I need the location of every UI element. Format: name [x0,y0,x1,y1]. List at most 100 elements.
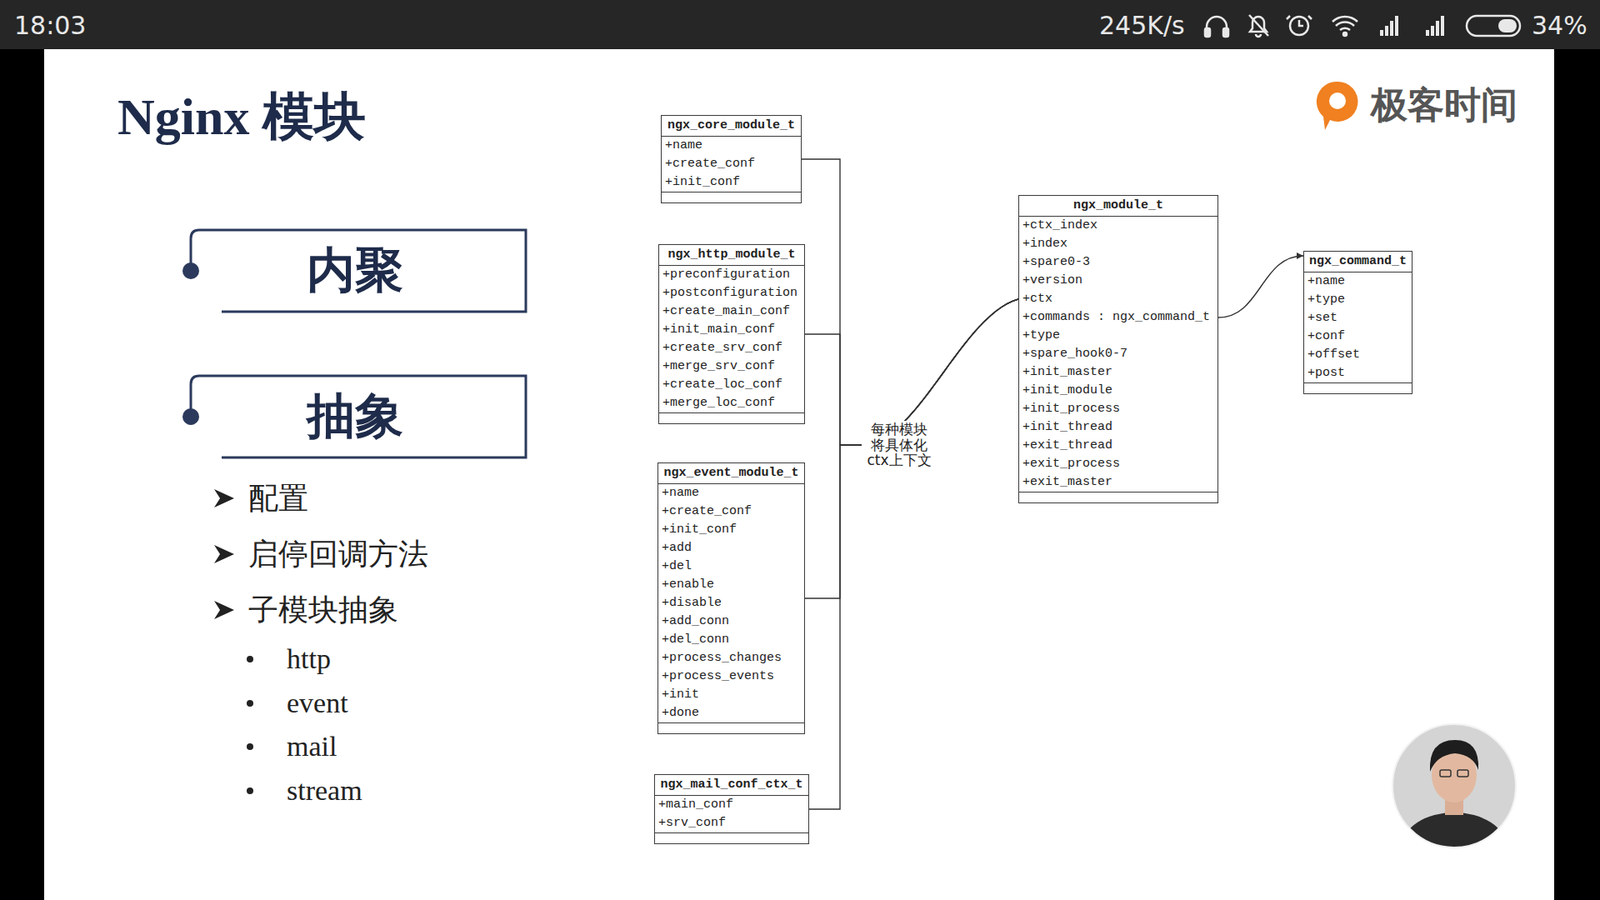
connector [801,159,1019,445]
struct-field: +init_conf [661,173,801,192]
presenter-glasses [1440,770,1451,777]
struct-field: +init_master [1019,363,1218,382]
struct-field: +ctx [1019,290,1218,309]
struct-field: +init_module [1019,381,1218,400]
presenter-video [1391,723,1517,880]
struct-field: +create_srv_conf [659,339,805,358]
struct-name: ngx_http_module_t [659,245,805,266]
list-item: 启停回调方法 [248,534,429,575]
struct-name: ngx_mail_conf_ctx_t [655,775,809,796]
dot-bullet [246,655,254,663]
struct-field: +process_changes [658,649,805,668]
list-markers [214,489,254,795]
arrow-bullet [214,489,235,508]
sub-item: event [286,687,349,720]
struct-compartment [1304,382,1412,394]
battery-level: 34% [1531,10,1588,40]
signal-bar [1380,30,1384,36]
struct-box: ngx_mail_conf_ctx_t+main_conf+srv_conf [654,774,810,845]
struct-box: ngx_module_t+ctx_index+index+spare0-3+ve… [1018,195,1219,504]
box-dot [182,408,200,425]
presenter-hair [1430,740,1479,772]
struct-name: ngx_core_module_t [661,115,801,137]
presenter-body [1402,812,1506,880]
logo-icon [1316,81,1359,130]
struct-field: +index [1019,235,1218,254]
status-speed: 245K/s [1099,10,1185,40]
struct-field: +merge_srv_conf [659,357,805,376]
struct-field: +exit_thread [1019,436,1218,455]
struct-compartment [655,832,809,844]
dot-bullet [246,787,254,795]
struct-field: +del_conn [658,630,805,650]
struct-field: +create_conf [661,155,801,174]
struct-field: +create_main_conf [659,302,805,321]
slide-title: Nginx 模块 [117,86,366,147]
struct-compartment [661,191,801,203]
box-dot [182,262,200,280]
struct-field: +post [1304,364,1412,383]
struct-name: ngx_module_t [1019,195,1218,217]
signal-bar [1435,20,1440,36]
struct-field: +add [658,539,805,558]
struct-field: +exit_process [1019,455,1218,474]
connector [1218,255,1304,318]
struct-field: +name [1304,272,1412,291]
struct-field: +del [658,557,805,576]
struct-name: ngx_event_module_t [658,463,805,485]
sub-item: mail [286,730,337,763]
struct-field: +main_conf [655,795,809,815]
battery-icon [1466,15,1520,36]
connector [805,299,1019,599]
logo-text: 极客时间 [1370,80,1518,130]
list-item: 子模块抽象 [248,590,399,631]
struct-field: +enable [658,575,805,595]
struct-field: +add_conn [658,612,805,631]
bell-off-icon [1249,15,1269,36]
status-bar [0,0,1600,50]
struct-field: +done [658,704,805,723]
struct-box: ngx_http_module_t+preconfiguration+postc… [658,244,805,425]
dot-bullet [246,700,254,707]
struct-field: +offset [1304,345,1412,365]
signal-bar [1440,15,1445,36]
battery-fill [1498,19,1517,33]
struct-field: +process_events [658,667,805,686]
connector-note: 每种模块 将具体化 ctx上下文 [861,420,937,470]
struct-field: +srv_conf [655,814,809,833]
headphone-icon [1223,28,1229,37]
struct-box: ngx_event_module_t+name+create_conf+init… [657,462,805,735]
presenter-glasses [1457,770,1469,777]
box-outline [190,230,526,312]
struct-field: +name [661,136,801,155]
signal-bar [1425,30,1430,36]
struct-field: +ctx_index [1019,216,1218,235]
signal-bar [1395,15,1399,36]
struct-field: +exit_master [1019,473,1218,492]
sub-item: stream [286,775,363,807]
arrow-bullet [214,545,235,564]
struct-name: ngx_command_t [1304,251,1412,273]
wifi-icon [1343,32,1347,36]
arrow-bullet [214,600,235,620]
struct-field: +init_process [1019,400,1218,419]
dot-bullet [246,743,254,750]
wifi-icon [1332,16,1358,30]
struct-field: +init_main_conf [659,320,805,340]
struct-field: +init_thread [1019,418,1218,437]
struct-box: ngx_command_t+name+type+set+conf+offset+… [1303,250,1413,395]
concept-label: 抽象 [273,384,437,450]
signal-icon [1380,15,1445,36]
struct-compartment [659,412,805,424]
sub-item: http [286,643,331,675]
struct-field: +preconfiguration [659,265,805,285]
struct-field: +name [658,484,805,503]
struct-field: +version [1019,271,1218,290]
concept-label: 内聚 [273,238,437,304]
struct-field: +type [1304,290,1412,310]
signal-bar [1390,20,1394,36]
status-time: 18:03 [14,10,86,40]
concept-box: 内聚 [182,228,528,314]
struct-box: ngx_core_module_t+name+create_conf+init_… [660,115,802,204]
